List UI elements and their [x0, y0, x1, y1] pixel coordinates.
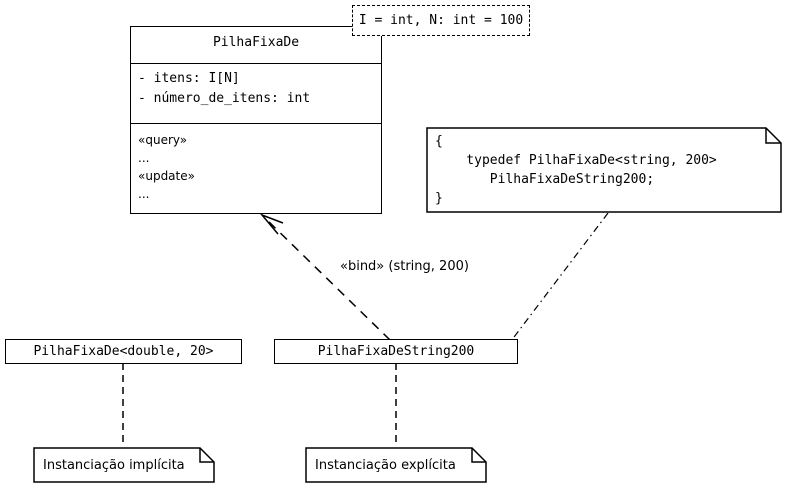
class-operations-compartment: «query» ... «update» ...: [131, 124, 381, 213]
class-operation-item: «query»: [138, 133, 188, 147]
bind-dependency-connector: [259, 213, 391, 341]
note-implicit-text-wrap: Instanciação implícita: [33, 447, 215, 483]
note-code-line: PilhaFixaDeString200;: [435, 172, 655, 187]
class-attributes-compartment: - itens: I[N] - número_de_itens: int: [131, 64, 381, 124]
note-shape-implicit: [33, 447, 215, 483]
note-explicit-text-wrap: Instanciação explícita: [305, 447, 487, 483]
class-attribute-item: - número_de_itens: int: [138, 91, 311, 106]
note-box-implicit-instantiation[interactable]: Instanciação implícita: [33, 447, 215, 483]
class-operation-item: «update»: [138, 169, 195, 183]
instance-name-label: PilhaFixaDe<double, 20>: [33, 344, 214, 359]
template-parameter-text: I = int, N: int = 100: [358, 13, 524, 28]
class-box-instance-implicit[interactable]: PilhaFixaDe<double, 20>: [5, 339, 242, 364]
note-annotation-label: Instanciação implícita: [43, 457, 185, 473]
note-anchor-connector-code: [507, 212, 609, 346]
note-code-line: }: [435, 191, 443, 206]
class-attribute-item: - itens: I[N]: [138, 71, 240, 86]
note-code-text-wrap: { typedef PilhaFixaDe<string, 200> Pilha…: [426, 127, 782, 213]
note-annotation-label: Instanciação explícita: [315, 457, 456, 473]
template-parameter-box[interactable]: I = int, N: int = 100: [352, 5, 530, 36]
class-operation-item: ...: [138, 151, 150, 165]
note-shape-code: [426, 127, 782, 213]
note-box-typedef-code[interactable]: { typedef PilhaFixaDe<string, 200> Pilha…: [426, 127, 782, 213]
note-code-line: typedef PilhaFixaDe<string, 200>: [435, 153, 717, 168]
instance-name-label: PilhaFixaDeString200: [317, 344, 475, 359]
class-name-label: PilhaFixaDe: [131, 27, 381, 64]
note-shape-explicit: [305, 447, 487, 483]
note-box-explicit-instantiation[interactable]: Instanciação explícita: [305, 447, 487, 483]
bind-relation-label: «bind» (string, 200): [340, 259, 469, 274]
note-code-line: {: [435, 134, 443, 149]
class-box-instance-explicit[interactable]: PilhaFixaDeString200: [274, 339, 518, 364]
class-box-pilhafixade[interactable]: PilhaFixaDe - itens: I[N] - número_de_it…: [130, 26, 382, 214]
class-operation-item: ...: [138, 187, 150, 201]
